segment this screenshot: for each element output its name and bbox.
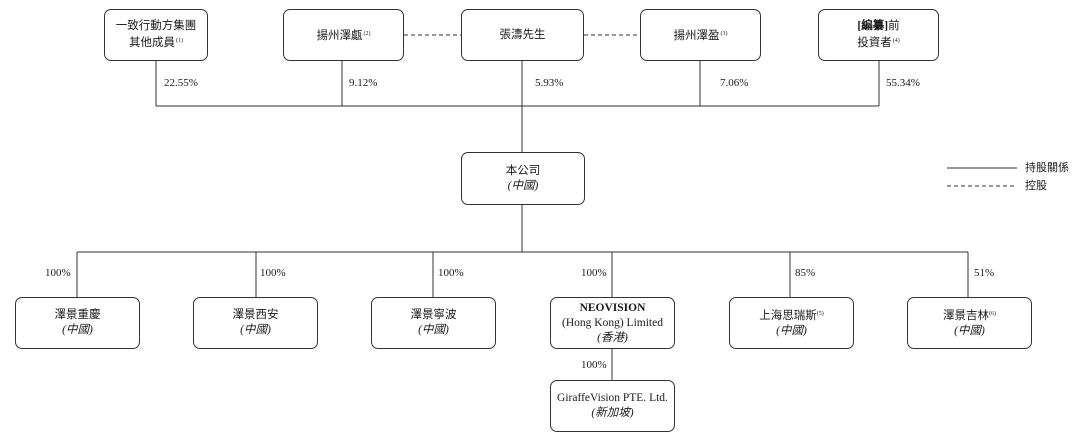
shareholding-percentage: 7.06% <box>720 77 749 89</box>
subsidiary-percentage: 100% <box>260 267 286 279</box>
subsidiary-box-neovision-hk: NEOVISION (Hong Kong) Limited (香港) <box>550 297 675 349</box>
subsidiary-percentage: 100% <box>45 267 71 279</box>
subsidiary-percentage: 85% <box>795 267 816 279</box>
subsidiary-percentage: 100% <box>581 267 607 279</box>
subsidiary-box-jilin: 澤景吉林(6) (中國) <box>907 297 1032 349</box>
shareholder-box-yangzhou-zeyan: 揚州澤甗(2) <box>283 9 404 61</box>
shareholder-box-concert-group: 一致行動方集團 其他成員(1) <box>104 9 208 61</box>
shareholding-percentage: 5.93% <box>535 77 564 89</box>
company-box: 本公司 (中國) <box>461 152 585 205</box>
shareholding-percentage: 9.12% <box>349 77 378 89</box>
legend-solid-label: 持股關係 <box>1025 162 1069 174</box>
subsidiary-percentage: 51% <box>974 267 995 279</box>
legend-dashed-label: 控股 <box>1025 180 1047 192</box>
shareholder-box-yangzhou-zeying: 揚州澤盈(3) <box>640 9 761 61</box>
subsidiary-box-shanghai-sirui: 上海思瑞斯(5) (中國) <box>729 297 854 349</box>
subsidiary-percentage: 100% <box>438 267 464 279</box>
subsidiary-box-chongqing: 澤景重慶 (中國) <box>15 297 140 349</box>
shareholding-percentage: 22.55% <box>164 77 198 89</box>
shareholder-box-zhang-tao: 張濤先生 <box>461 9 584 61</box>
subsidiary-box-xian: 澤景西安 (中國) <box>193 297 318 349</box>
subsidiary-box-giraffevision-sg: GiraffeVision PTE. Ltd. (新加坡) <box>550 380 675 432</box>
subsubsidiary-percentage: 100% <box>581 359 607 371</box>
shareholder-box-pre-investors: [編纂]前 投資者(4) <box>818 9 939 61</box>
shareholding-percentage: 55.34% <box>886 77 920 89</box>
subsidiary-box-ningbo: 澤景寧波 (中國) <box>371 297 496 349</box>
